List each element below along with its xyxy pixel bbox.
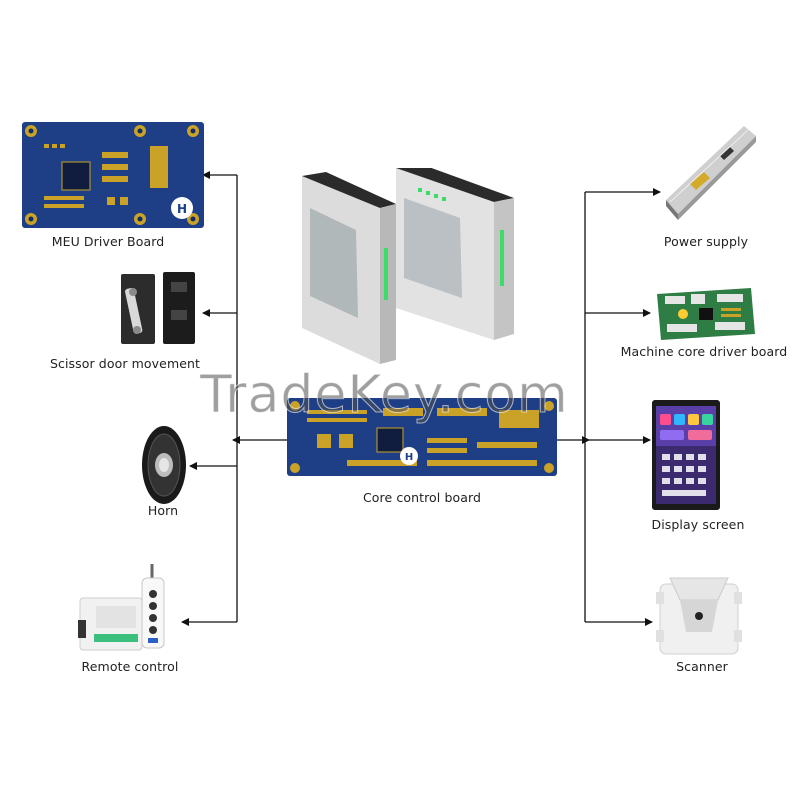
svg-text:H: H <box>177 202 187 216</box>
turnstile-gate-image <box>302 168 514 364</box>
label-display-screen: Display screen <box>651 517 745 532</box>
label-horn: Horn <box>147 503 179 518</box>
scissor-mechanism-icon <box>121 272 195 344</box>
pcb-board-icon: H <box>22 122 204 228</box>
label-remote-control: Remote control <box>81 659 179 674</box>
power-supply-icon <box>666 126 756 220</box>
touch-display-icon <box>652 400 720 510</box>
pcb-board-icon: H <box>287 398 557 476</box>
label-scanner: Scanner <box>676 659 728 674</box>
label-machine-core-driver-board: Machine core driver board <box>620 344 788 359</box>
qr-scanner-icon <box>656 577 742 655</box>
watermark-text: TradeKey.com <box>200 365 569 426</box>
label-meu-driver-board: MEU Driver Board <box>51 234 165 249</box>
svg-text:H: H <box>405 452 413 463</box>
label-core-control-board: Core control board <box>362 490 482 505</box>
pcb-board-icon <box>657 288 755 340</box>
speaker-icon <box>142 426 186 504</box>
label-power-supply: Power supply <box>663 234 749 249</box>
label-scissor-door-movement: Scissor door movement <box>49 356 201 371</box>
remote-control-icon <box>78 564 165 651</box>
